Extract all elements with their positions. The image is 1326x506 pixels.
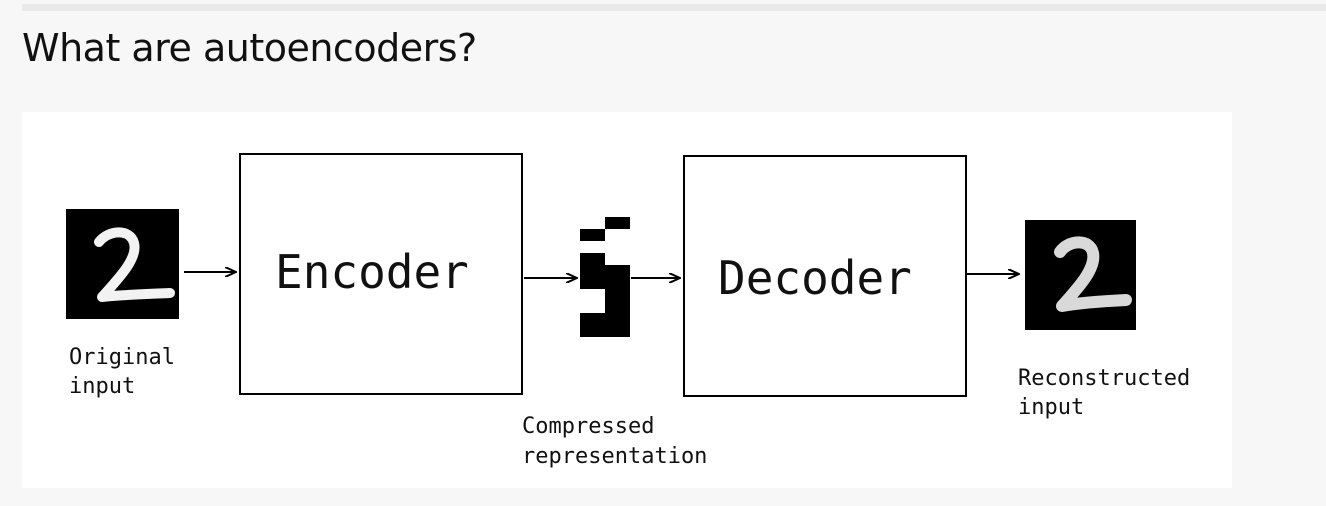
- diagram-svg: Original input Encoder Compressed repres…: [66, 153, 1190, 469]
- original-input-label-line1: Original: [69, 345, 175, 370]
- encoder-box: [239, 153, 523, 395]
- top-divider: [22, 4, 1326, 11]
- autoencoder-diagram: Original input Encoder Compressed repres…: [22, 112, 1232, 488]
- encoder-label: Encoder: [275, 245, 469, 299]
- reconstructed-label-line1: Reconstructed: [1018, 366, 1190, 391]
- compressed-code-grid: [580, 217, 630, 337]
- original-digit-image: [66, 209, 179, 319]
- compressed-label-line2: representation: [522, 444, 707, 469]
- reconstructed-digit-image: [1025, 220, 1136, 330]
- compressed-label-line1: Compressed: [522, 414, 654, 439]
- original-input-label-line2: input: [69, 374, 135, 399]
- decoder-box: [683, 155, 967, 397]
- page-title: What are autoencoders?: [22, 26, 477, 70]
- reconstructed-label-line2: input: [1018, 395, 1084, 420]
- decoder-label: Decoder: [718, 251, 912, 305]
